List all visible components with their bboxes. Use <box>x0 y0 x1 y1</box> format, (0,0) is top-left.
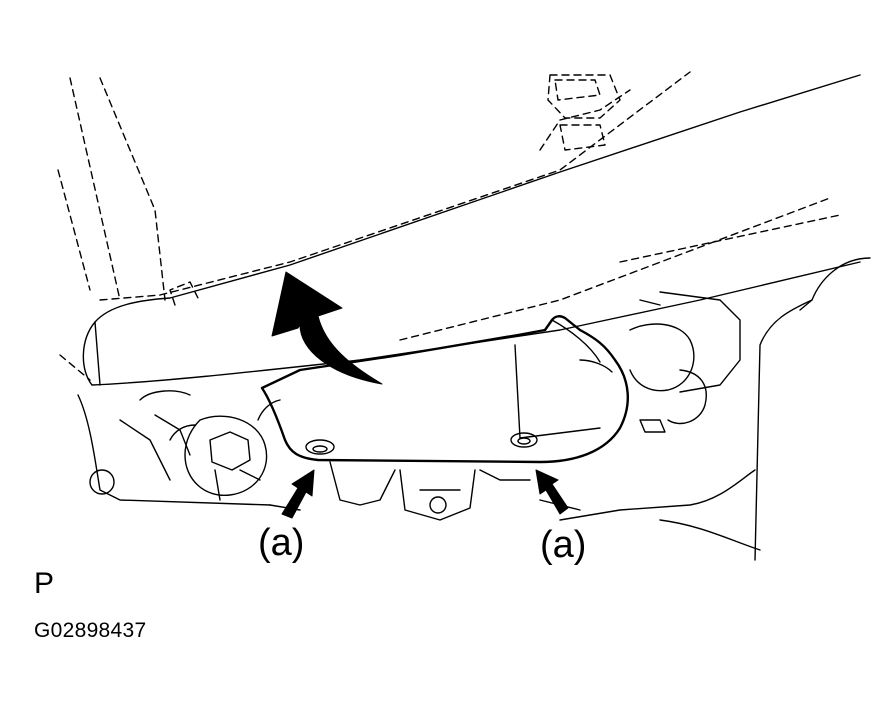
pointer-arrow-icon <box>281 469 315 519</box>
background-structure <box>57 71 841 381</box>
callout-label-right: (a) <box>540 524 587 566</box>
undercover-details <box>305 319 613 455</box>
lower-components <box>77 390 581 521</box>
view-letter: P <box>34 567 55 600</box>
side-panel <box>559 257 871 561</box>
pointer-arrow-icon <box>535 469 569 515</box>
callout-label-left: (a) <box>258 522 305 564</box>
left-bolt-hole <box>305 439 335 455</box>
figure-code: G02898437 <box>34 619 147 642</box>
right-bolt-hole <box>510 432 538 448</box>
curved-arrow-icon <box>271 271 383 385</box>
engine-undercover <box>260 315 629 464</box>
